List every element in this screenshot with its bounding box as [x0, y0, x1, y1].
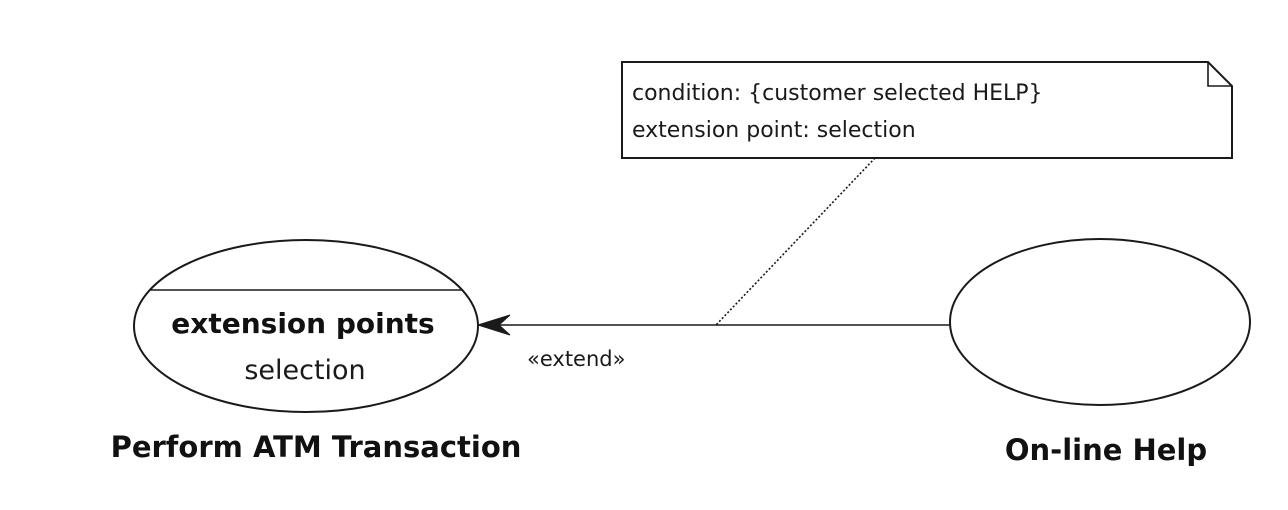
base-use-case-name: Perform ATM Transaction	[111, 430, 522, 464]
note-fold-corner	[1207, 62, 1232, 87]
extending-use-case-ellipse	[949, 238, 1251, 406]
extending-use-case-name: On-line Help	[1005, 433, 1207, 467]
extend-arrowhead	[476, 314, 511, 336]
use-case-online-help	[949, 238, 1251, 406]
note-anchor-line	[715, 157, 876, 326]
note-extension-point-text: extension point: selection	[632, 118, 916, 143]
extension-point-selection: selection	[244, 355, 365, 386]
extension-points-title: extension points	[171, 307, 434, 340]
note-condition-text: condition: {customer selected HELP}	[632, 81, 1043, 106]
note-box	[621, 61, 1233, 159]
base-use-case-ellipse	[133, 239, 479, 413]
use-case-perform-atm-transaction: extension points selection	[133, 239, 479, 413]
condition-note: condition: {customer selected HELP} exte…	[621, 61, 1233, 159]
extend-stereotype-label: «extend»	[527, 347, 625, 371]
